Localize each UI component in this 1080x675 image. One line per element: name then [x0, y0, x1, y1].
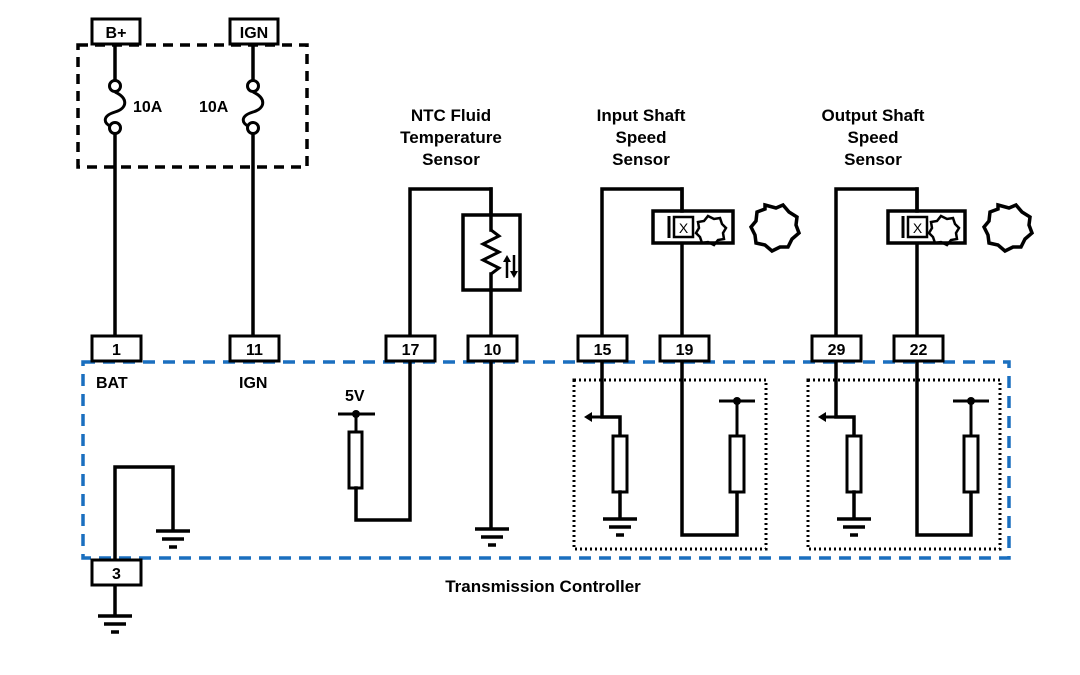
svg-text:10: 10	[484, 342, 502, 359]
pin-17: 17	[384, 334, 437, 363]
ground-icon	[603, 517, 637, 537]
signal-arrow-icon	[818, 412, 826, 422]
ntc-title-3: Sensor	[422, 150, 480, 169]
output-title-2: Speed	[847, 128, 898, 147]
wire-pin19-internal	[680, 358, 739, 537]
ground-icon	[98, 614, 132, 634]
reference-5v-rail	[338, 410, 375, 432]
reference-voltage-label: 5V	[345, 388, 365, 405]
pin-19: 19	[658, 334, 711, 363]
svg-text:15: 15	[594, 342, 612, 359]
svg-text:3: 3	[112, 566, 121, 583]
supply-ign: IGN	[228, 17, 280, 46]
wire-output-shaft	[834, 187, 919, 338]
input-shaft-sensor: X	[651, 209, 735, 247]
supply-bplus: B+	[90, 17, 142, 46]
wire-ground-internal	[113, 465, 175, 562]
wire-pin22-internal	[915, 358, 973, 537]
wire-pin17-internal	[354, 358, 412, 522]
ntc-arrows-icon	[503, 255, 518, 278]
tone-wheel-input-icon	[748, 202, 802, 254]
output-interface-box	[806, 378, 1002, 551]
resistor-icon	[845, 434, 863, 494]
resistor-icon	[728, 434, 746, 494]
pin-3: 3	[90, 558, 143, 587]
svg-text:IGN: IGN	[240, 25, 268, 42]
fuse-box-border	[76, 43, 309, 169]
signal-arrow-icon	[584, 412, 592, 422]
wire-input-shaft	[600, 187, 684, 338]
supply-rail	[719, 397, 755, 436]
svg-text:1: 1	[112, 342, 121, 359]
ntc-title-1: NTC Fluid	[411, 106, 491, 125]
resistor-icon	[611, 434, 629, 494]
gear-small-icon	[694, 214, 728, 247]
pin-10: 10	[466, 334, 519, 363]
fuse-icon	[103, 79, 127, 135]
svg-text:17: 17	[402, 342, 420, 359]
resistor-icon	[347, 430, 364, 490]
input-title-2: Speed	[615, 128, 666, 147]
ground-icon	[156, 529, 190, 549]
thermistor-icon	[479, 228, 503, 276]
input-interface-box	[572, 378, 768, 551]
ground-icon	[475, 527, 509, 547]
pin-11: 11	[228, 334, 281, 363]
tone-wheel-output-icon	[981, 202, 1035, 254]
gear-small-icon	[927, 214, 961, 247]
resistor-icon	[962, 434, 980, 494]
pin-15: 15	[576, 334, 629, 363]
svg-text:B+: B+	[106, 25, 127, 42]
sensor-element-mark: X	[913, 220, 923, 236]
pin-29: 29	[810, 334, 863, 363]
pin-1: 1	[90, 334, 143, 363]
fuse-rating-ign: 10A	[199, 99, 229, 116]
ground-icon	[837, 517, 871, 537]
output-shaft-sensor: X	[886, 209, 967, 247]
pin-11-label: IGN	[239, 375, 267, 392]
input-title-3: Sensor	[612, 150, 670, 169]
supply-rail	[953, 397, 989, 436]
wire-pin29-internal	[834, 358, 856, 438]
wire-pin15-internal	[600, 358, 622, 438]
fuse-icon	[241, 79, 265, 135]
fuse-rating-bplus: 10A	[133, 99, 163, 116]
svg-text:29: 29	[828, 342, 846, 359]
svg-text:19: 19	[676, 342, 694, 359]
svg-text:11: 11	[246, 342, 263, 359]
output-title-3: Sensor	[844, 150, 902, 169]
pin-1-label: BAT	[96, 375, 128, 392]
controller-border	[81, 360, 1011, 560]
sensor-element-mark: X	[679, 220, 689, 236]
svg-text:22: 22	[910, 342, 928, 359]
pin-22: 22	[892, 334, 945, 363]
ntc-title-2: Temperature	[400, 128, 502, 147]
input-title-1: Input Shaft	[597, 106, 686, 125]
output-title-1: Output Shaft	[822, 106, 925, 125]
controller-label: Transmission Controller	[445, 577, 641, 596]
